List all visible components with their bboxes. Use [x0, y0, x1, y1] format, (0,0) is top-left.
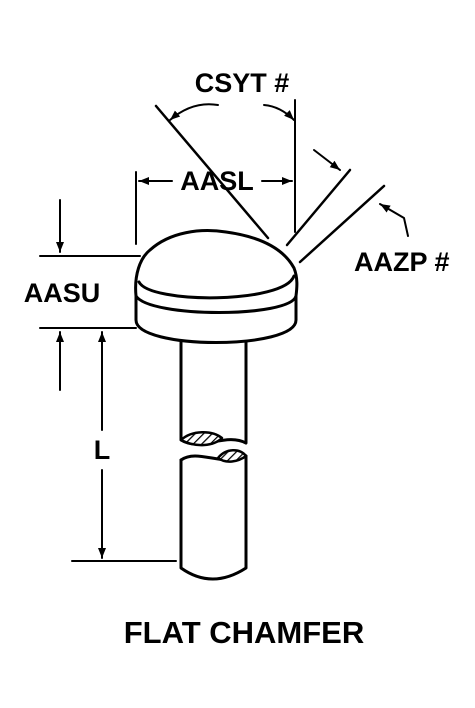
label-head-height: AASU [24, 278, 101, 308]
diagram-caption: FLAT CHAMFER [124, 615, 365, 650]
angle-arc [169, 103, 219, 121]
label-chamfer-width: AAZP # [354, 247, 450, 277]
shaft-lower [179, 454, 248, 581]
aazp-arrow-bottom [379, 203, 409, 237]
chamfer-line-2 [298, 184, 386, 264]
shaft-upper [179, 336, 248, 446]
label-length: L [94, 435, 111, 465]
label-head-diameter: AASL [180, 166, 254, 196]
aazp-arrow-top [313, 149, 341, 171]
break-hatch-lower [216, 449, 248, 463]
angle-line-left [154, 104, 270, 240]
label-angle: CSYT # [195, 68, 290, 98]
break-hatch-upper [179, 431, 224, 447]
head [134, 229, 299, 344]
chamfer-line-1 [285, 168, 352, 247]
